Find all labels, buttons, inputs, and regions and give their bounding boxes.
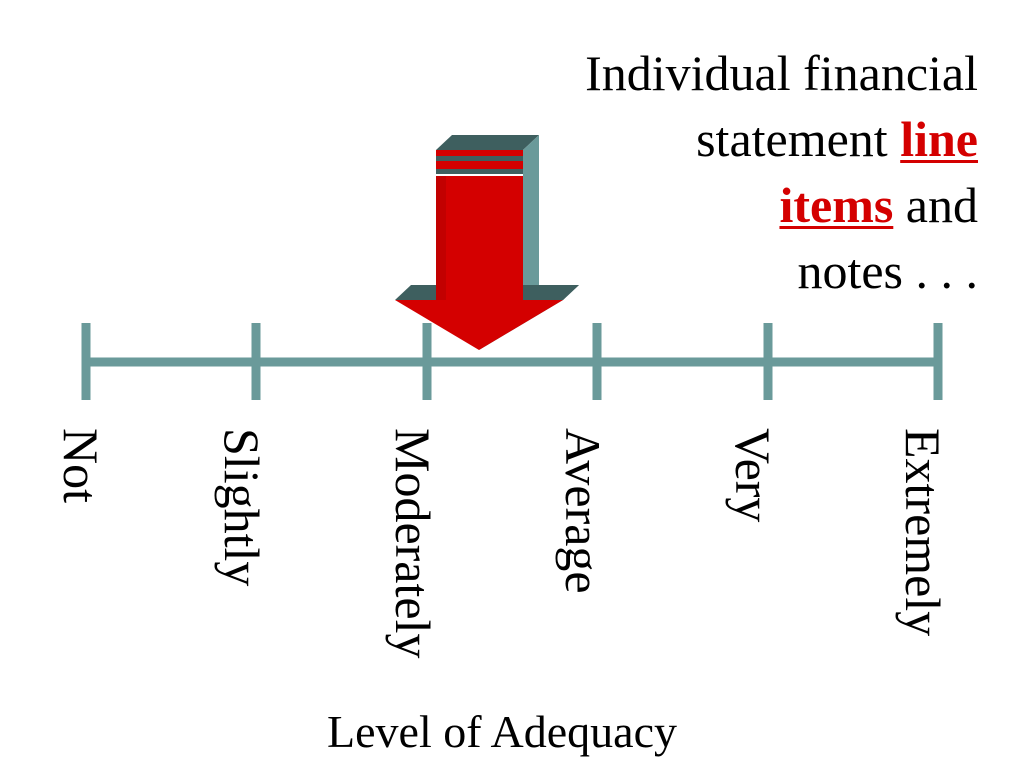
heading-line-2: statement line xyxy=(418,106,978,172)
heading-line-3-text: and xyxy=(893,177,978,233)
scale-label-extremely: Extremely xyxy=(895,428,951,637)
scale-label-very: Very xyxy=(725,428,781,523)
axis-title: Level of Adequacy xyxy=(327,706,677,757)
heading: Individual financial statement line item… xyxy=(418,40,978,304)
heading-line-3: items and xyxy=(418,172,978,238)
scale-label-moderately: Moderately xyxy=(385,428,441,659)
heading-line-1: Individual financial xyxy=(585,45,978,101)
highlight-items: items xyxy=(779,177,894,233)
scale-label-slightly: Slightly xyxy=(214,428,270,587)
scale-label-average: Average xyxy=(555,428,611,594)
heading-line-2-text: statement xyxy=(696,111,901,167)
down-arrow-icon xyxy=(395,135,579,350)
highlight-line: line xyxy=(900,111,978,167)
scale-label-not: Not xyxy=(53,428,109,503)
heading-line-4: notes . . . xyxy=(797,243,978,299)
